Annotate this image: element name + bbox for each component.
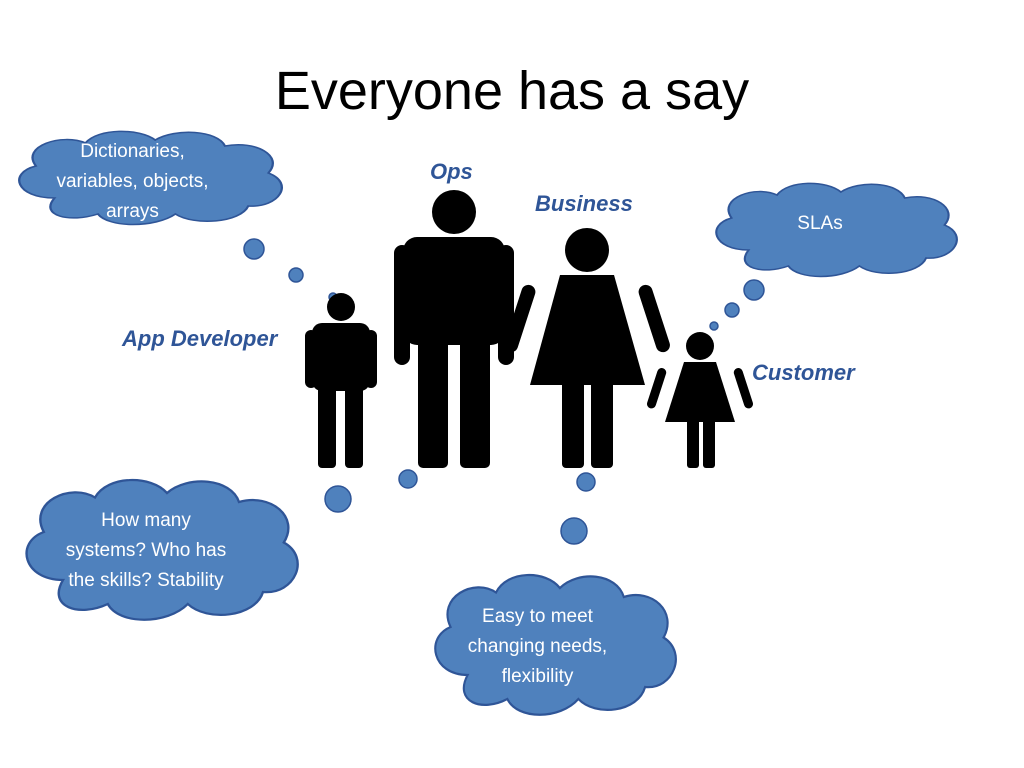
business-thought-text: Easy to meet changing needs, flexibility xyxy=(467,606,608,687)
slide-title: Everyone has a say xyxy=(274,61,750,121)
role-label-app-developer: App Developer xyxy=(122,326,278,351)
role-label-customer: Customer xyxy=(752,360,855,385)
ops-thought-text: How many systems? Who has the skills? St… xyxy=(65,510,227,591)
trail-dot xyxy=(243,238,265,260)
trail-dot xyxy=(709,321,719,331)
developer-thought-text: Dictionaries, variables, objects, arrays xyxy=(56,141,209,222)
app-developer-figure xyxy=(305,293,377,468)
trail-dot xyxy=(724,302,740,318)
trail-dot xyxy=(576,472,596,492)
trail-dot xyxy=(288,267,304,283)
role-label-ops: Ops xyxy=(430,159,473,184)
ops-figure xyxy=(394,190,514,468)
role-label-business: Business xyxy=(535,191,633,216)
trail-dot xyxy=(743,279,765,301)
customer-figure xyxy=(647,332,753,468)
trail-dot xyxy=(398,469,418,489)
business-figure xyxy=(504,228,670,468)
trail-dot xyxy=(560,517,588,545)
customer-thought-text: SLAs xyxy=(797,213,843,234)
trail-dot xyxy=(324,485,352,513)
